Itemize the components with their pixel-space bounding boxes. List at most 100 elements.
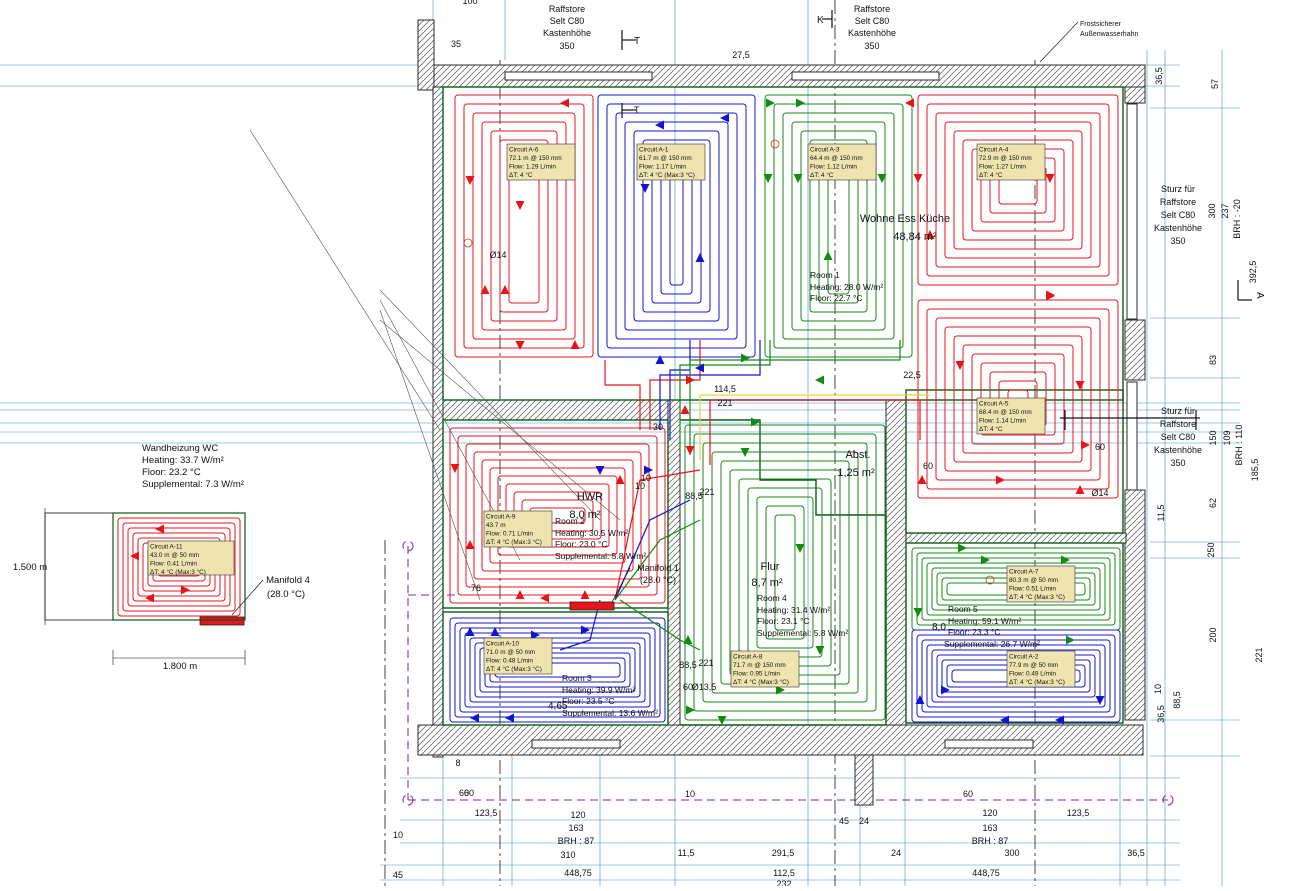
svg-text:80.3 m @ 50 mm: 80.3 m @ 50 mm xyxy=(1009,577,1058,584)
loop-a6 xyxy=(454,94,594,358)
svg-text:Circuit A-5: Circuit A-5 xyxy=(979,401,1009,408)
svg-text:123,5: 123,5 xyxy=(475,808,498,818)
svg-text:Heating: 39.9 W/m²: Heating: 39.9 W/m² xyxy=(562,685,635,695)
svg-text:Floor: 23.5 °C: Floor: 23.5 °C xyxy=(562,696,615,706)
svg-text:Selt C80: Selt C80 xyxy=(855,16,890,26)
svg-text:Floor: 23.1 °C: Floor: 23.1 °C xyxy=(757,616,810,626)
svg-text:221: 221 xyxy=(1254,647,1264,662)
flow-arrow-icon xyxy=(500,285,510,294)
svg-text:30: 30 xyxy=(653,422,663,432)
svg-text:ΔT: 4 °C: ΔT: 4 °C xyxy=(509,171,533,179)
svg-text:Circuit A-10: Circuit A-10 xyxy=(486,641,519,648)
flow-arrow-icon xyxy=(915,695,925,704)
svg-text:Room 4: Room 4 xyxy=(757,593,787,603)
room-hwr-label: HWR 8,0 m² Room 2 Heating: 30.5 W/m² Flo… xyxy=(555,491,646,561)
flow-arrow-icon xyxy=(490,627,500,636)
flow-arrow-icon xyxy=(470,713,479,723)
flow-arrow-icon xyxy=(958,543,967,553)
svg-text:77.9 m @ 50 mm: 77.9 m @ 50 mm xyxy=(1009,662,1058,669)
svg-text:88,5: 88,5 xyxy=(685,491,703,501)
svg-text:Flow: 0.51 L/min: Flow: 0.51 L/min xyxy=(1009,586,1056,593)
svg-text:ΔT: 4 °C (Max:3 °C): ΔT: 4 °C (Max:3 °C) xyxy=(150,568,206,576)
svg-text:60: 60 xyxy=(1095,442,1105,452)
svg-text:60: 60 xyxy=(683,682,693,692)
svg-text:448,75: 448,75 xyxy=(564,868,592,878)
svg-text:48,84 m²: 48,84 m² xyxy=(893,231,937,243)
svg-text:Selt C80: Selt C80 xyxy=(1161,210,1196,220)
svg-text:291,5: 291,5 xyxy=(772,848,795,858)
loop-a3 xyxy=(764,94,913,358)
flow-arrow-icon xyxy=(145,593,154,603)
svg-text:72.1 m @ 150 mm: 72.1 m @ 150 mm xyxy=(509,155,562,162)
flow-arrow-icon xyxy=(465,176,475,185)
loop-a1 xyxy=(597,94,756,358)
flow-arrow-icon xyxy=(796,98,805,108)
svg-text:Circuit A-1: Circuit A-1 xyxy=(639,147,669,154)
svg-text:Floor: 23.0 °C: Floor: 23.0 °C xyxy=(555,539,608,549)
svg-text:1.500 m: 1.500 m xyxy=(13,562,47,573)
svg-text:Supplemental: 7.3 W/m²: Supplemental: 7.3 W/m² xyxy=(142,479,244,490)
svg-text:36,5: 36,5 xyxy=(1154,67,1164,85)
svg-text:112,5: 112,5 xyxy=(773,868,795,878)
svg-text:Flow: 0.95 L/min: Flow: 0.95 L/min xyxy=(733,671,780,678)
flow-arrow-icon xyxy=(1061,555,1070,565)
flow-arrow-icon xyxy=(686,705,695,715)
svg-text:43.0 m @ 50 mm: 43.0 m @ 50 mm xyxy=(150,552,199,559)
lintel-label-upper: Sturz für Raffstore Selt C80 Kastenhöhe … xyxy=(1154,184,1202,246)
flow-arrow-icon xyxy=(925,230,935,239)
flow-arrow-icon xyxy=(644,465,653,475)
svg-text:Supplemental: 13.6 W/m²: Supplemental: 13.6 W/m² xyxy=(562,708,658,718)
svg-text:Room 2: Room 2 xyxy=(555,516,585,526)
svg-text:22,5: 22,5 xyxy=(903,370,921,380)
flow-arrow-icon xyxy=(560,98,569,108)
svg-text:Circuit A-7: Circuit A-7 xyxy=(1009,569,1039,576)
svg-text:Circuit A-3: Circuit A-3 xyxy=(810,147,840,154)
svg-text:Circuit A-6: Circuit A-6 xyxy=(509,147,539,154)
svg-text:Flow: 0.49 L/min: Flow: 0.49 L/min xyxy=(1009,671,1056,678)
feed-lines xyxy=(249,129,930,651)
svg-text:Raffstore: Raffstore xyxy=(854,4,890,14)
manifold-4-icon xyxy=(199,616,245,626)
svg-text:Flow: 0.48 L/min: Flow: 0.48 L/min xyxy=(486,658,533,665)
flow-arrow-icon xyxy=(686,375,695,385)
svg-text:1.800 m: 1.800 m xyxy=(163,661,197,672)
flow-arrow-icon xyxy=(720,113,729,123)
svg-text:Floor: 22.7 °C: Floor: 22.7 °C xyxy=(810,293,863,303)
svg-text:163: 163 xyxy=(568,823,583,833)
flow-arrow-icon xyxy=(685,446,695,455)
flow-arrow-icon xyxy=(540,593,549,603)
svg-text:Circuit A-11: Circuit A-11 xyxy=(150,544,183,551)
svg-text:Kastenhöhe: Kastenhöhe xyxy=(848,28,896,38)
svg-text:ΔT: 4 °C: ΔT: 4 °C xyxy=(979,425,1003,433)
svg-text:Supplemental: 26.7 W/m²: Supplemental: 26.7 W/m² xyxy=(944,639,1040,649)
svg-text:64.4 m @ 150 mm: 64.4 m @ 150 mm xyxy=(810,155,863,162)
raffstore-label-left: Raffstore Selt C80 Kastenhöhe 350 xyxy=(543,4,591,51)
svg-text:8: 8 xyxy=(455,758,460,768)
svg-text:120: 120 xyxy=(570,810,585,820)
flow-arrow-icon xyxy=(913,608,923,617)
flow-arrow-icon xyxy=(1045,174,1055,183)
svg-text:Heating: 31.4 W/m²: Heating: 31.4 W/m² xyxy=(757,605,830,615)
svg-text:Ø14: Ø14 xyxy=(1091,488,1108,498)
svg-text:Außenwasserhahn: Außenwasserhahn xyxy=(1080,31,1138,38)
svg-text:83: 83 xyxy=(1208,355,1218,365)
svg-text:Kastenhöhe: Kastenhöhe xyxy=(1154,445,1202,455)
flow-arrow-icon xyxy=(1081,440,1090,450)
svg-text:Sturz für: Sturz für xyxy=(1161,184,1195,194)
flow-arrow-icon xyxy=(480,285,490,294)
svg-text:68.4 m @ 150 mm: 68.4 m @ 150 mm xyxy=(979,409,1032,416)
flow-arrow-icon xyxy=(1046,291,1055,301)
svg-text:Raffstore: Raffstore xyxy=(1160,197,1196,207)
flow-arrow-icon xyxy=(1000,715,1009,725)
flow-arrow-icon xyxy=(683,635,693,644)
flow-arrow-icon xyxy=(717,716,727,725)
flow-arrow-icon xyxy=(640,184,650,193)
flow-arrow-icon xyxy=(465,627,475,636)
